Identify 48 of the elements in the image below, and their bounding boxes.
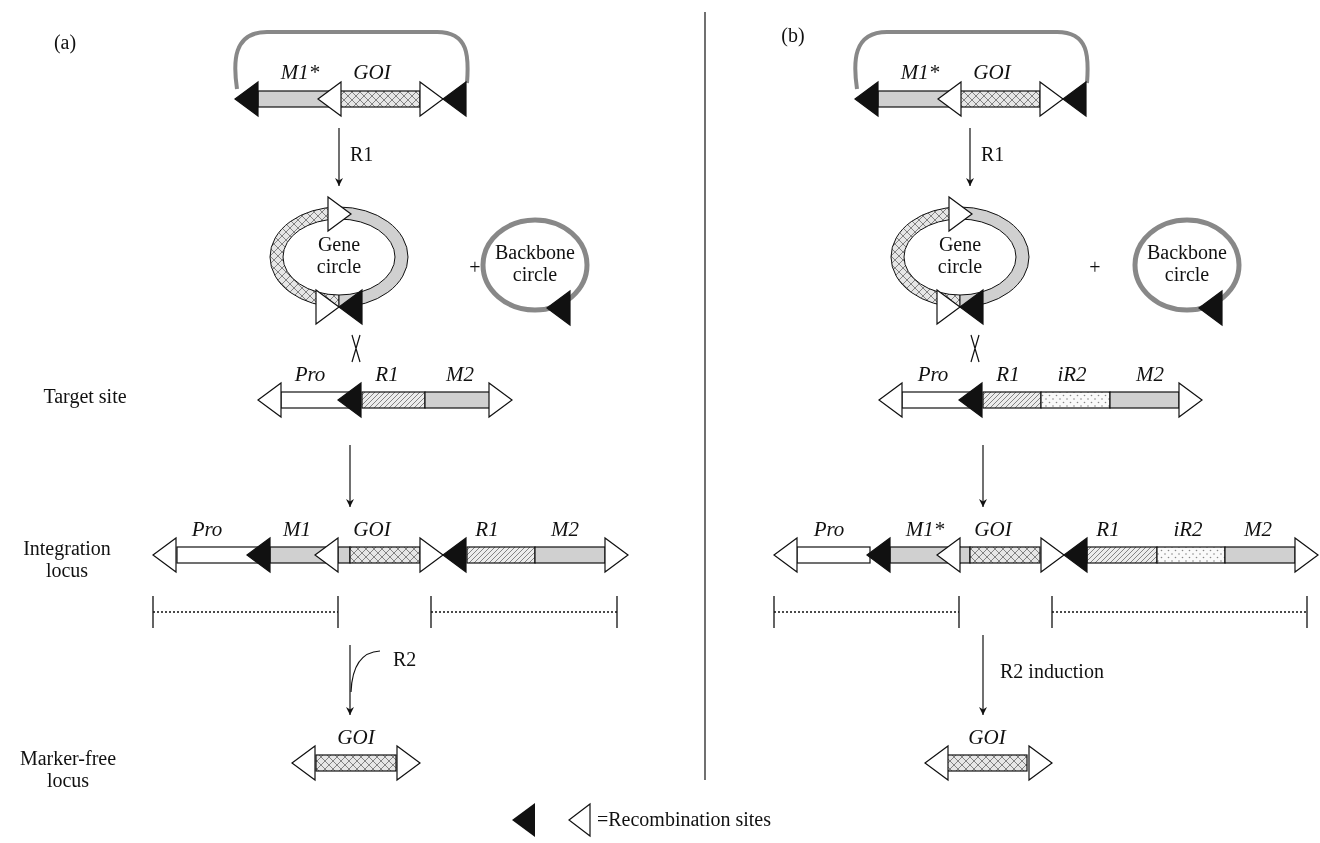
arrow	[346, 444, 354, 508]
row-label: +	[469, 256, 481, 278]
gene-label: GOI	[974, 518, 1012, 542]
arrow	[335, 127, 343, 187]
edge-label: R1	[350, 143, 374, 166]
arrow	[979, 444, 987, 508]
row-label: +	[1089, 256, 1101, 278]
row-label: (b)	[781, 24, 805, 46]
gene-label: M2	[446, 363, 474, 387]
arrow	[346, 644, 354, 716]
crossover-mark	[970, 334, 980, 363]
gene-label: Pro	[191, 518, 223, 542]
gene-label: GOI	[337, 726, 375, 750]
edge-label: R2 induction	[1000, 660, 1104, 683]
circle-label: Backbone circle	[494, 241, 576, 285]
gene-label: GOI	[968, 726, 1006, 750]
circle-label: Backbone circle	[1146, 241, 1228, 285]
gene-label: Pro	[917, 363, 949, 387]
gene-label: M2	[551, 518, 579, 542]
row-label: Marker-free locus	[18, 747, 118, 791]
row-label: Integration locus	[22, 537, 112, 581]
gene-label: R1	[375, 363, 399, 387]
legend-text: =Recombination sites	[597, 808, 772, 831]
gene-label: Pro	[294, 363, 326, 387]
gene-label: R1	[475, 518, 499, 542]
gene-label: GOI	[353, 61, 391, 85]
gene-label: R1	[1096, 518, 1120, 542]
gene-label: M1*	[280, 61, 320, 85]
edge-label: R2	[393, 648, 417, 671]
gene-label: GOI	[973, 61, 1011, 85]
crossover-mark	[351, 334, 361, 363]
gene-label: M1*	[905, 518, 945, 542]
gene-label: Pro	[813, 518, 845, 542]
gene-label: M2	[1244, 518, 1272, 542]
gene-label: R1	[996, 363, 1020, 387]
gene-label: iR2	[1057, 363, 1087, 387]
row-label: Target site	[43, 385, 127, 407]
gene-label: iR2	[1173, 518, 1203, 542]
circle-label: Gene circle	[315, 233, 363, 277]
arrow	[966, 127, 974, 187]
gene-label: M1	[283, 518, 311, 542]
edge-label: R1	[981, 143, 1005, 166]
gene-label: M2	[1136, 363, 1164, 387]
arrow	[979, 634, 987, 716]
gene-label: GOI	[353, 518, 391, 542]
circle-label: Gene circle	[936, 233, 984, 277]
row-label: (a)	[53, 31, 77, 53]
gene-label: M1*	[900, 61, 940, 85]
